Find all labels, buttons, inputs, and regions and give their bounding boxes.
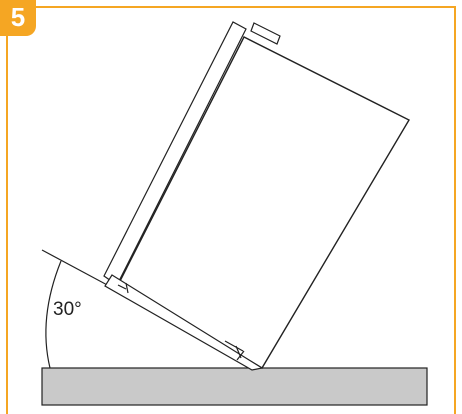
foot-marker (224, 340, 244, 352)
panel-border (6, 6, 456, 414)
device-top-tab (250, 22, 281, 45)
foot-marker (236, 350, 245, 361)
surface-slab (41, 367, 428, 406)
angle-label: 30° (53, 299, 82, 320)
device-bottom-strip (104, 274, 264, 371)
foot-marker (117, 284, 127, 290)
angle-arc (45, 260, 62, 369)
foot-marker (125, 282, 129, 294)
step-number-badge: 5 (0, 0, 36, 36)
